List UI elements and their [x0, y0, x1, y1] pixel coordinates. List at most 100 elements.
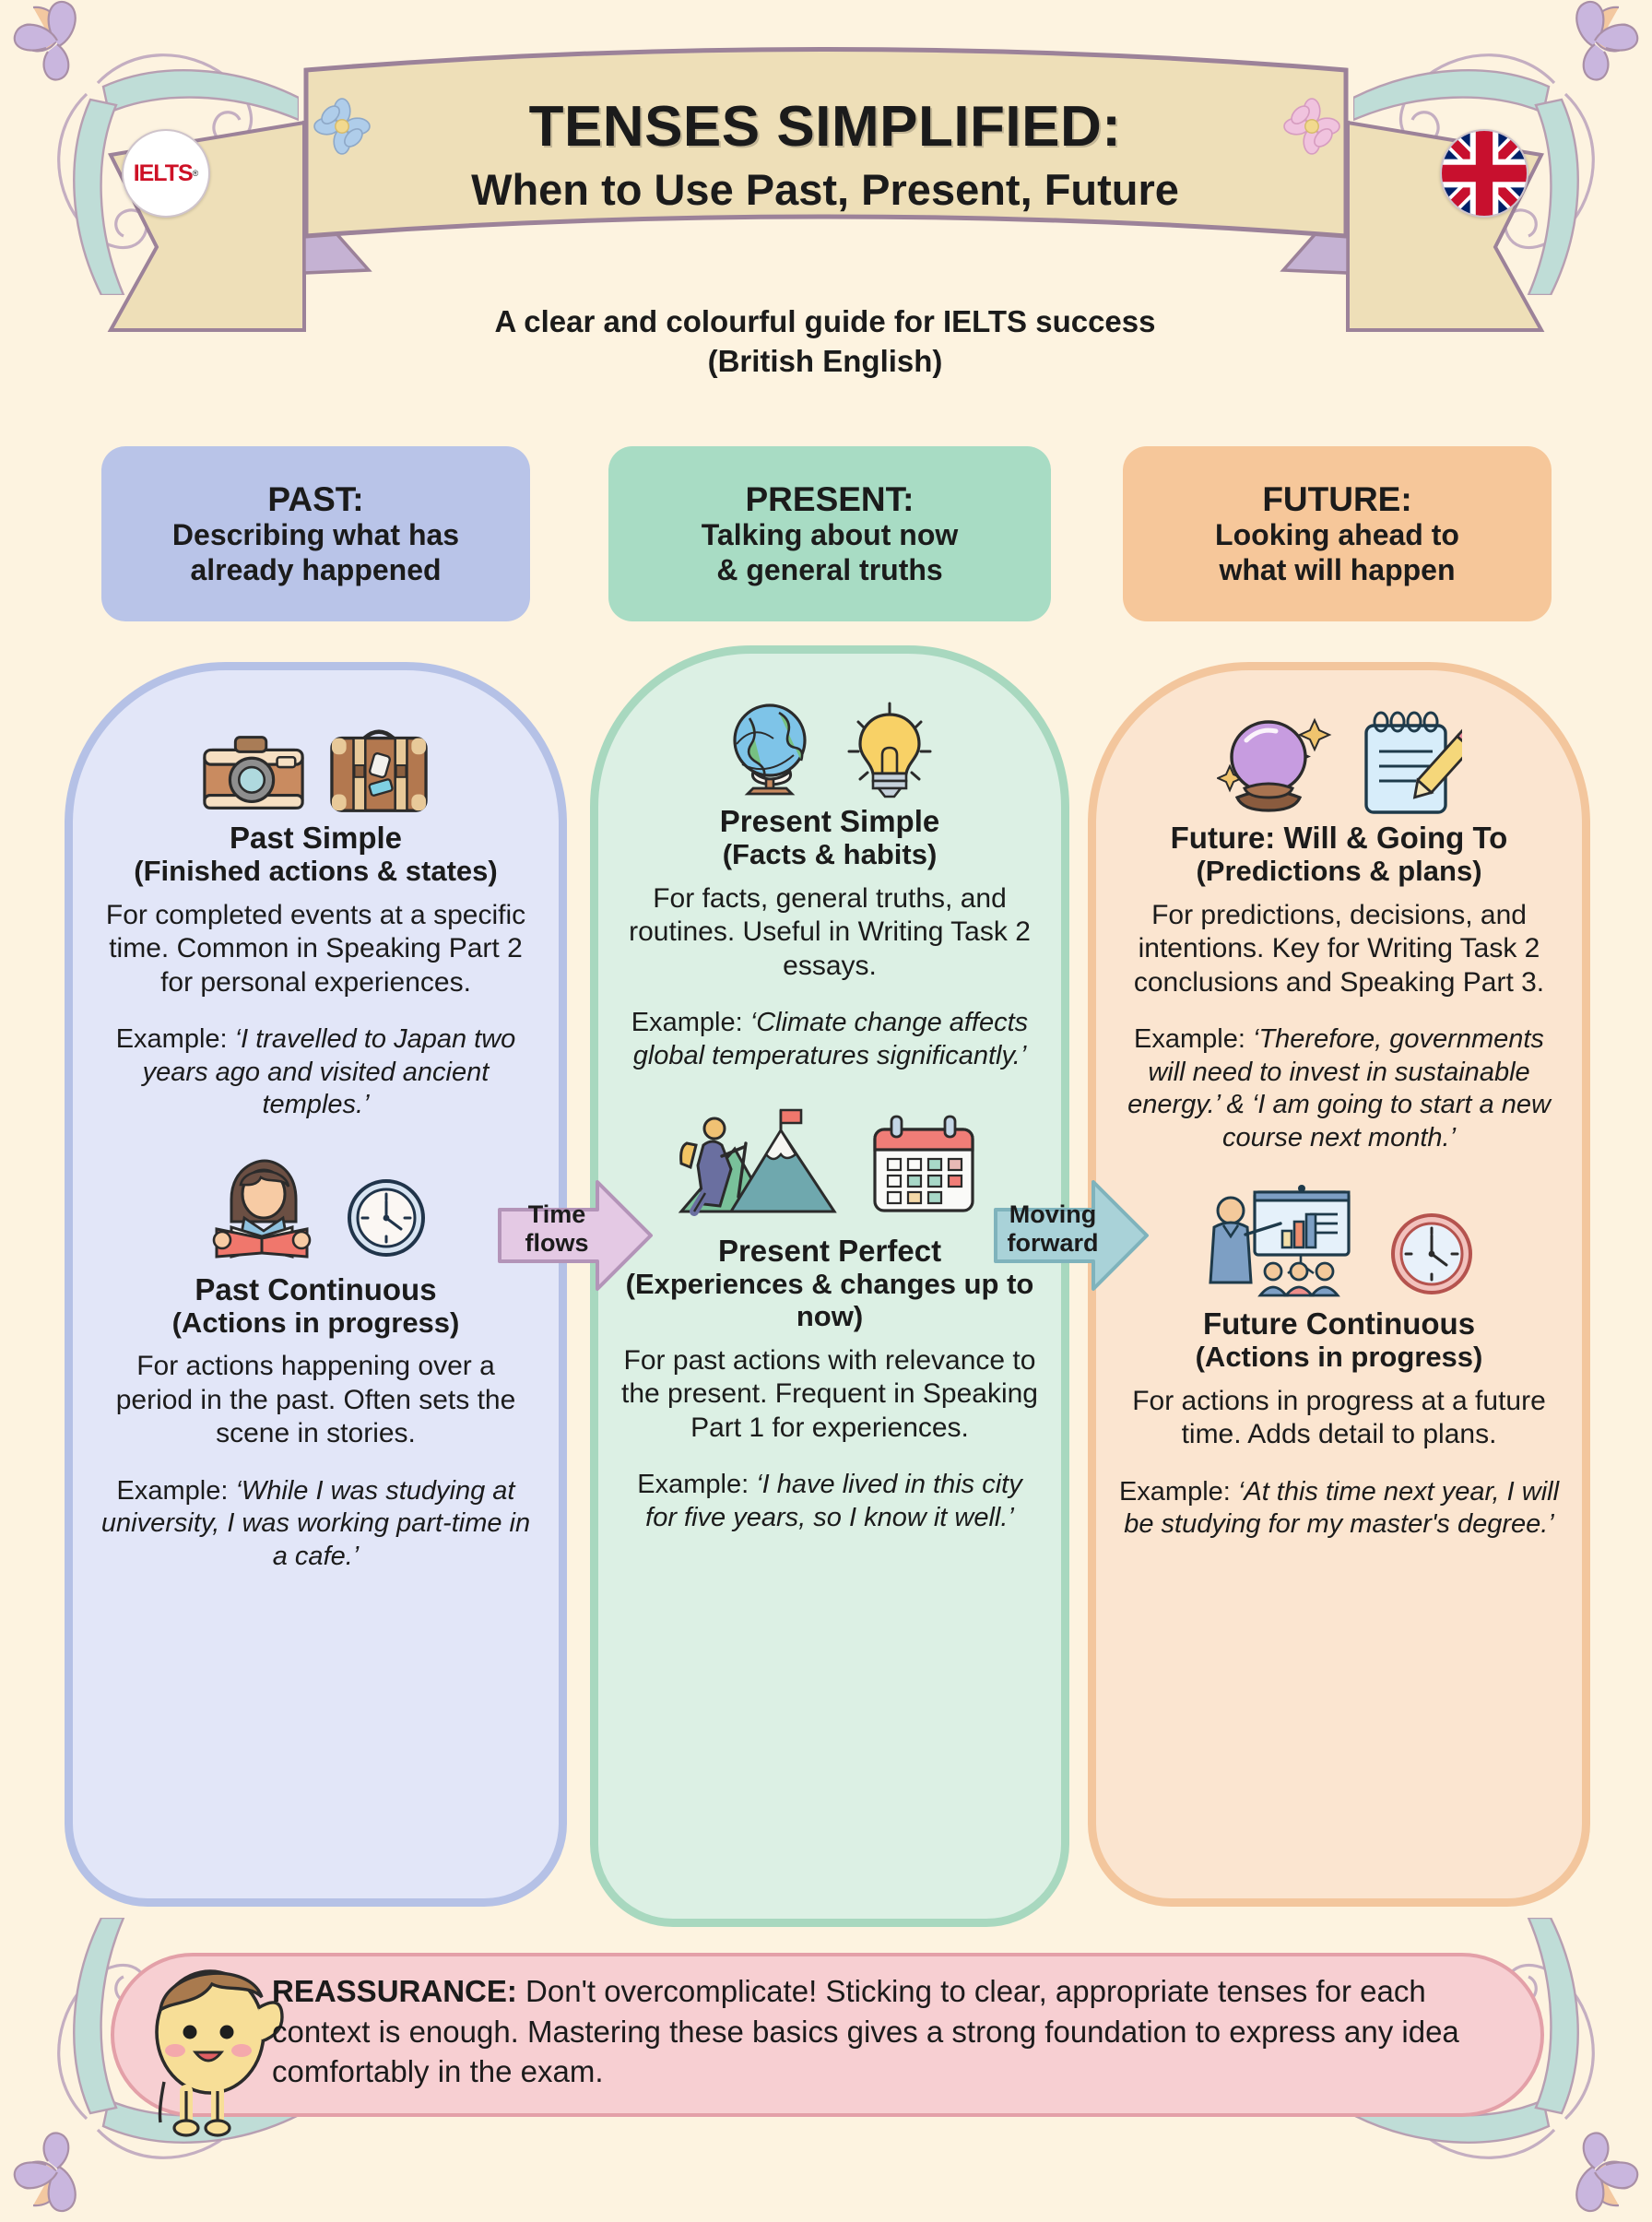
notepad-pencil-icon — [1363, 711, 1462, 814]
page-title: TENSES SIMPLIFIED: — [528, 95, 1122, 159]
column-header-past: PAST: Describing what has already happen… — [101, 446, 530, 621]
reading-person-icon — [212, 1159, 311, 1259]
past-continuous-title-text: Past Continuous — [195, 1271, 437, 1306]
column-header-future-title: FUTURE: — [1262, 479, 1412, 518]
present-perfect-title-text: Present Perfect — [717, 1234, 942, 1269]
past-simple-title: Past Simple (Finished actions & states) — [95, 821, 537, 888]
present-perfect-title: Present Perfect (Experiences & changes u… — [620, 1234, 1039, 1332]
tagline-line-2: (British English) — [707, 343, 943, 378]
present-perfect-body: For past actions with relevance to the p… — [621, 1344, 1038, 1443]
present-perfect-example: Example: ‘I have lived in this city for … — [620, 1469, 1039, 1534]
panel-future: Future: Will & Going To (Predictions & p… — [1088, 662, 1590, 1907]
present-perfect-example-label: Example: — [637, 1470, 749, 1500]
future-will-title: Future: Will & Going To (Predictions & p… — [1118, 821, 1560, 888]
lightbulb-icon — [847, 702, 932, 798]
arrow-moving-forward-line1: Moving — [1009, 1200, 1097, 1228]
column-header-past-sub2: already happened — [190, 552, 442, 586]
ielts-logo-text: IELTS — [133, 160, 194, 186]
crystal-ball-icon — [1216, 717, 1331, 812]
past-continuous-example-label: Example: — [116, 1476, 229, 1507]
waving-mascot-icon — [155, 1969, 284, 2137]
past-simple-example-quote: ‘I travelled to Japan two years ago and … — [142, 1024, 516, 1120]
reassurance-body: Don't overcomplicate! Sticking to clear,… — [272, 1974, 1459, 2089]
future-will-title-text: Future: Will & Going To — [1170, 821, 1508, 855]
arrow-moving-forward: Moving forward — [994, 1171, 1150, 1300]
ielts-logo-tm: ® — [192, 169, 199, 178]
column-header-present: PRESENT: Talking about now & general tru… — [608, 446, 1051, 621]
globe-icon — [733, 703, 807, 796]
present-perfect-example-quote: ‘I have lived in this city for five year… — [645, 1470, 1022, 1532]
flower-icon-left — [313, 98, 371, 155]
present-simple-icons — [620, 691, 1039, 801]
past-simple-icons — [95, 707, 537, 818]
camera-icon — [202, 736, 304, 810]
past-simple-title-text: Past Simple — [229, 821, 403, 855]
page-subtitle: When to Use Past, Present, Future — [471, 165, 1179, 214]
clock-icon — [347, 1178, 425, 1257]
arrow-time-flows-label: Time flows — [498, 1200, 616, 1258]
present-simple-example-label: Example: — [631, 1008, 743, 1038]
past-continuous-title: Past Continuous (Actions in progress) — [95, 1271, 537, 1340]
present-simple-example-quote: ‘Climate change affects global temperatu… — [632, 1008, 1029, 1070]
uk-flag-icon — [1442, 131, 1527, 216]
past-simple-example: Example: ‘I travelled to Japan two years… — [95, 1023, 537, 1121]
reassurance-text: REASSURANCE: Don't overcomplicate! Stick… — [272, 1971, 1507, 2092]
reassurance-box — [111, 1953, 1544, 2117]
suitcase-icon — [329, 729, 428, 812]
ielts-logo-badge: IELTS® — [122, 129, 210, 218]
arrow-moving-forward-line2: forward — [1007, 1229, 1099, 1258]
past-simple-body: For completed events at a specific time.… — [105, 899, 526, 998]
present-simple-title: Present Simple (Facts & habits) — [620, 804, 1039, 871]
arrow-moving-forward-label: Moving forward — [994, 1200, 1112, 1258]
future-continuous-example: Example: ‘At this time next year, I will… — [1118, 1476, 1560, 1542]
future-continuous-example-label: Example: — [1118, 1476, 1231, 1507]
present-simple-body: For facts, general truths, and routines.… — [629, 882, 1031, 981]
past-simple-example-label: Example: — [115, 1024, 228, 1055]
past-continuous-subtitle: (Actions in progress) — [171, 1306, 460, 1339]
column-header-future: FUTURE: Looking ahead to what will happe… — [1123, 446, 1552, 621]
arrow-time-flows-line1: Time — [527, 1200, 586, 1228]
future-will-subtitle: (Predictions & plans) — [1196, 854, 1482, 887]
column-header-future-sub1: Looking ahead to — [1215, 517, 1459, 551]
column-header-past-sub1: Describing what has — [171, 517, 460, 551]
future-will-icons — [1118, 707, 1560, 818]
column-header-present-title: PRESENT: — [745, 479, 914, 518]
column-header-future-sub2: what will happen — [1219, 552, 1456, 586]
arrow-time-flows: Time flows — [498, 1171, 655, 1300]
future-will-example: Example: ‘Therefore, governments will ne… — [1118, 1023, 1560, 1154]
present-simple-subtitle: (Facts & habits) — [722, 837, 938, 870]
uk-flag-badge — [1440, 129, 1528, 218]
arrow-time-flows-line2: flows — [525, 1229, 589, 1258]
page-tagline: A clear and colourful guide for IELTS su… — [277, 302, 1374, 382]
past-continuous-body: For actions happening over a period in t… — [115, 1351, 516, 1449]
clock-icon — [1390, 1212, 1472, 1294]
future-continuous-body: For actions in progress at a future time… — [1132, 1385, 1546, 1450]
future-will-example-quote: ‘Therefore, governments will need to inv… — [1127, 1024, 1551, 1152]
future-continuous-subtitle: (Actions in progress) — [1195, 1340, 1483, 1373]
panel-present: Present Simple (Facts & habits) For fact… — [590, 645, 1069, 1927]
column-header-present-sub2: & general truths — [716, 552, 943, 586]
future-continuous-title-text: Future Continuous — [1202, 1306, 1476, 1341]
future-will-body: For predictions, decisions, and intentio… — [1133, 899, 1545, 998]
tagline-line-1: A clear and colourful guide for IELTS su… — [494, 304, 1156, 338]
past-simple-subtitle: (Finished actions & states) — [134, 854, 498, 887]
mountain-hiker-icon — [678, 1108, 837, 1217]
flower-icon-right — [1283, 98, 1340, 155]
column-header-present-sub1: Talking about now — [701, 517, 959, 551]
column-header-past-title: PAST: — [267, 479, 364, 518]
future-continuous-icons — [1118, 1178, 1560, 1298]
past-continuous-example-quote: ‘While I was studying at university, I w… — [100, 1476, 531, 1571]
future-continuous-example-quote: ‘At this time next year, I will be study… — [1124, 1476, 1560, 1540]
reassurance-lead: REASSURANCE: — [272, 1974, 517, 2008]
calendar-icon — [873, 1115, 974, 1212]
present-simple-example: Example: ‘Climate change affects global … — [620, 1007, 1039, 1072]
future-will-example-label: Example: — [1134, 1024, 1245, 1055]
future-continuous-title: Future Continuous (Actions in progress) — [1118, 1306, 1560, 1374]
past-continuous-icons — [95, 1150, 537, 1260]
presentation-person-icon — [1208, 1184, 1351, 1297]
header-banner: IELTS® TENSES SIMPLIFIED: When to Use Pa… — [0, 26, 1652, 395]
past-continuous-example: Example: ‘While I was studying at univer… — [95, 1475, 537, 1573]
present-perfect-subtitle: (Experiences & changes up to now) — [625, 1268, 1034, 1332]
panel-past: Past Simple (Finished actions & states) … — [65, 662, 567, 1907]
